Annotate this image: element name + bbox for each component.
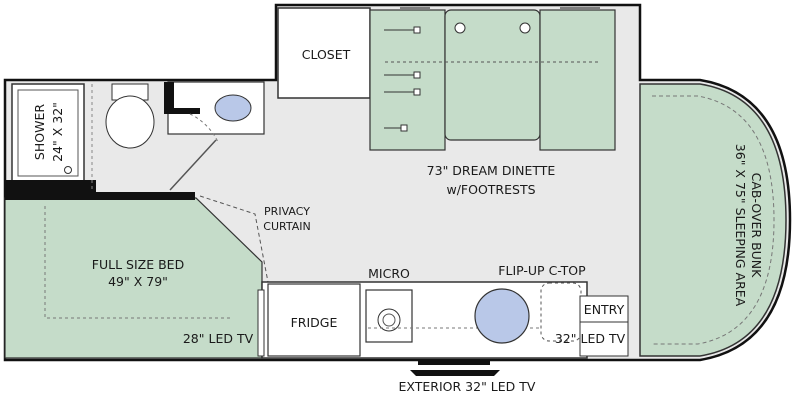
dinette-label-line2: w/FOOTRESTS bbox=[446, 182, 535, 197]
entry-tv-label: 32" LED TV bbox=[555, 331, 626, 346]
toilet bbox=[105, 83, 155, 149]
ctop-label: FLIP-UP C-TOP bbox=[498, 263, 586, 278]
privacy-label-line1: PRIVACY bbox=[264, 205, 310, 218]
entry-area bbox=[579, 295, 629, 357]
sink-basin bbox=[214, 94, 252, 122]
bathroom-door bbox=[169, 139, 217, 191]
flip-up-countertop bbox=[540, 282, 582, 342]
galley-counter bbox=[261, 281, 588, 359]
exterior-tv-label: EXTERIOR 32" LED TV bbox=[399, 379, 536, 394]
bedroom-tv-mount bbox=[257, 289, 265, 357]
bunk-label-line1: CAB-OVER BUNK bbox=[749, 173, 764, 279]
shower-label-line1: SHOWER bbox=[32, 104, 47, 160]
bathroom bbox=[6, 81, 265, 192]
fridge bbox=[267, 283, 361, 357]
bed-label-line2: 49" X 79" bbox=[108, 274, 168, 289]
bunk-inner-outline bbox=[652, 95, 775, 345]
bedroom-tv-label: 28" LED TV bbox=[183, 331, 254, 346]
dinette-label-line1: 73" DREAM DINETTE bbox=[427, 163, 556, 178]
cab-over-bunk bbox=[639, 83, 787, 357]
galley-sink bbox=[474, 288, 530, 344]
bed-label-line1: FULL SIZE BED bbox=[92, 257, 184, 272]
privacy-curtain-line bbox=[199, 195, 269, 283]
footrest-handles bbox=[384, 26, 421, 132]
closet-label: CLOSET bbox=[302, 47, 351, 62]
fridge-label: FRIDGE bbox=[291, 315, 338, 330]
micro-label: MICRO bbox=[368, 266, 410, 281]
entry-label: ENTRY bbox=[584, 302, 625, 317]
privacy-label-line2: CURTAIN bbox=[263, 220, 310, 233]
exterior-tv bbox=[410, 360, 500, 376]
dream-dinette bbox=[369, 9, 616, 151]
closet bbox=[277, 7, 371, 99]
shower-drain bbox=[64, 166, 72, 174]
shower-label-line2: 24" X 32" bbox=[50, 102, 65, 162]
bunk-label-line2: 36" X 75" SLEEPING AREA bbox=[733, 144, 748, 307]
shower bbox=[11, 83, 85, 183]
